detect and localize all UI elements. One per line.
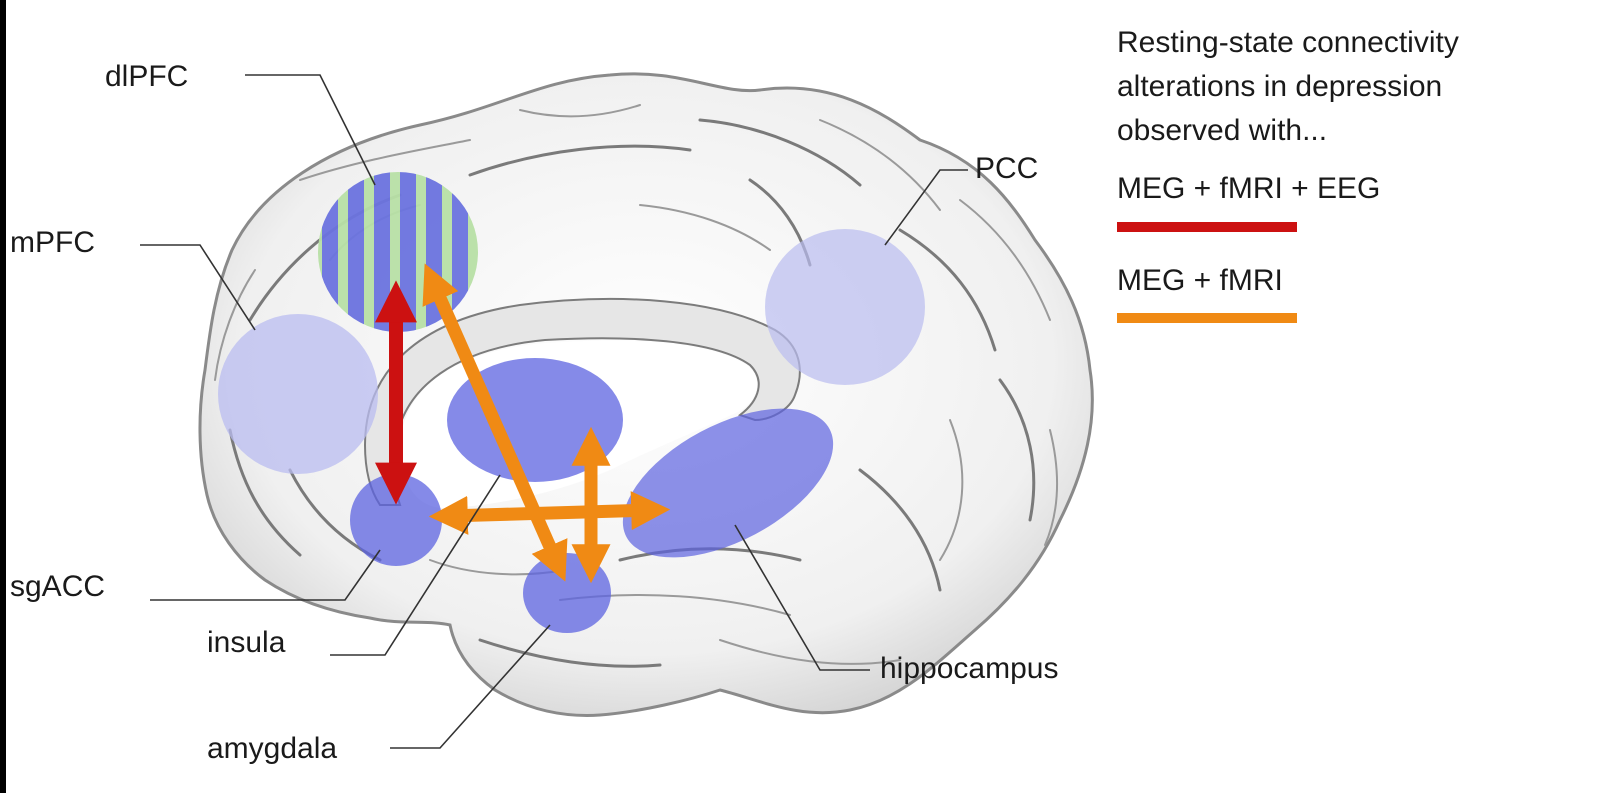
label-dlpfc: dlPFC [105,60,188,93]
label-amygdala: amygdala [207,732,337,765]
region-pcc [765,229,925,385]
label-sgacc: sgACC [10,570,105,603]
legend-title-line3: observed with... [1117,114,1327,147]
label-mpfc: mPFC [10,226,95,259]
label-pcc: PCC [975,152,1038,185]
legend-item1-label: MEG + fMRI + EEG [1117,172,1380,205]
legend-title-line2: alterations in depression [1117,70,1442,103]
label-hippocampus: hippocampus [880,652,1058,685]
region-amygdala [523,553,611,633]
label-insula: insula [207,626,286,659]
brain-connectivity-diagram: dlPFC mPFC sgACC insula amygdala hippoca… [6,0,1601,793]
legend-title-line1: Resting-state connectivity [1117,26,1459,59]
legend-item1-swatch [1117,222,1297,232]
legend: Resting-state connectivity alterations i… [1117,26,1459,323]
figure-panel: dlPFC mPFC sgACC insula amygdala hippoca… [6,0,1601,793]
region-mpfc [218,314,378,474]
region-sgacc [350,474,442,566]
legend-item2-label: MEG + fMRI [1117,264,1283,297]
legend-item2-swatch [1117,313,1297,323]
